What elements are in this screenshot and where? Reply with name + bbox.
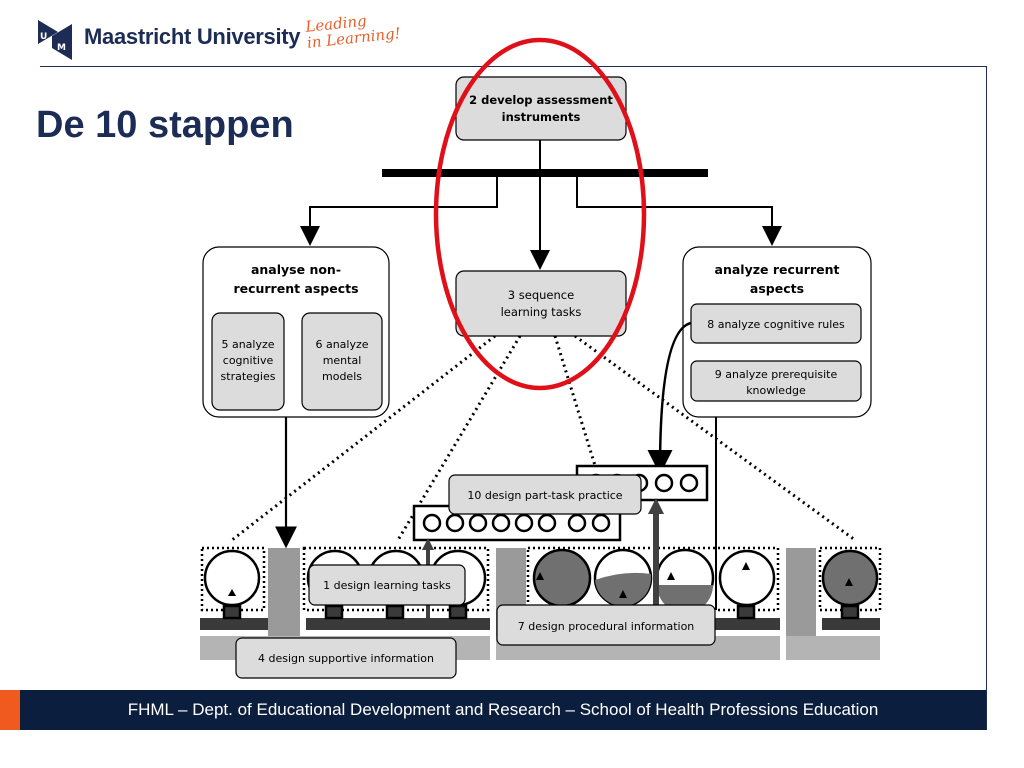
step-9-box: 9 analyze prerequisite knowledge [690, 360, 862, 402]
svg-text:cognitive: cognitive [223, 354, 274, 367]
svg-text:9 analyze prerequisite: 9 analyze prerequisite [715, 368, 838, 381]
university-logo-icon: U M [38, 20, 72, 60]
svg-text:6 analyze: 6 analyze [315, 338, 368, 351]
step-6-box: 6 analyze mental models [301, 312, 383, 411]
highlight-ellipse [433, 37, 647, 391]
slide-header: U M Maastricht University Leading in Lea… [0, 0, 1024, 70]
step-5-box: 5 analyze cognitive strategies [211, 312, 285, 411]
right-border [986, 66, 987, 728]
svg-text:4 design supportive informatio: 4 design supportive information [258, 652, 434, 665]
svg-text:5 analyze: 5 analyze [221, 338, 274, 351]
footer-end [986, 690, 1005, 730]
svg-text:analyze recurrent: analyze recurrent [715, 262, 840, 277]
svg-text:M: M [57, 43, 66, 53]
recurrent-group: analyze recurrent aspects 8 analyze cogn… [682, 246, 872, 418]
footer-accent [0, 690, 20, 730]
svg-text:7 design procedural informatio: 7 design procedural information [518, 620, 695, 633]
header-divider [40, 66, 986, 67]
svg-text:2 develop assessment: 2 develop assessment [469, 93, 613, 107]
svg-text:1 design learning tasks: 1 design learning tasks [323, 579, 451, 592]
sequence-bar [382, 169, 708, 177]
svg-text:aspects: aspects [750, 281, 804, 296]
step-10-box: 10 design part-task practice [448, 474, 642, 515]
svg-text:8 analyze cognitive rules: 8 analyze cognitive rules [707, 318, 845, 331]
svg-text:recurrent aspects: recurrent aspects [233, 281, 358, 296]
svg-text:learning tasks: learning tasks [501, 305, 582, 319]
svg-text:U: U [40, 32, 47, 42]
slide-title: De 10 stappen [36, 104, 294, 146]
svg-text:strategies: strategies [221, 370, 276, 383]
svg-text:3 sequence: 3 sequence [508, 288, 574, 302]
footer-text: FHML – Dept. of Educational Development … [127, 700, 879, 719]
step-1-box: 1 design learning tasks [308, 564, 466, 606]
svg-text:instruments: instruments [502, 110, 581, 124]
step-2-box: 2 develop assessment instruments [455, 76, 627, 141]
step-8-box: 8 analyze cognitive rules [690, 303, 862, 344]
step-4-box: 4 design supportive information [235, 637, 457, 679]
svg-text:10 design part-task practice: 10 design part-task practice [467, 489, 622, 502]
svg-text:models: models [322, 370, 362, 383]
footer-bar: FHML – Dept. of Educational Development … [20, 690, 986, 730]
svg-text:mental: mental [323, 354, 362, 367]
non-recurrent-group: analyse non- recurrent aspects 5 analyze… [202, 246, 390, 418]
svg-text:knowledge: knowledge [746, 384, 806, 397]
university-name: Maastricht University [84, 24, 301, 49]
svg-text:analyse non-: analyse non- [251, 262, 341, 277]
step-7-box: 7 design procedural information [496, 604, 716, 646]
step-3-box: 3 sequence learning tasks [455, 270, 627, 337]
